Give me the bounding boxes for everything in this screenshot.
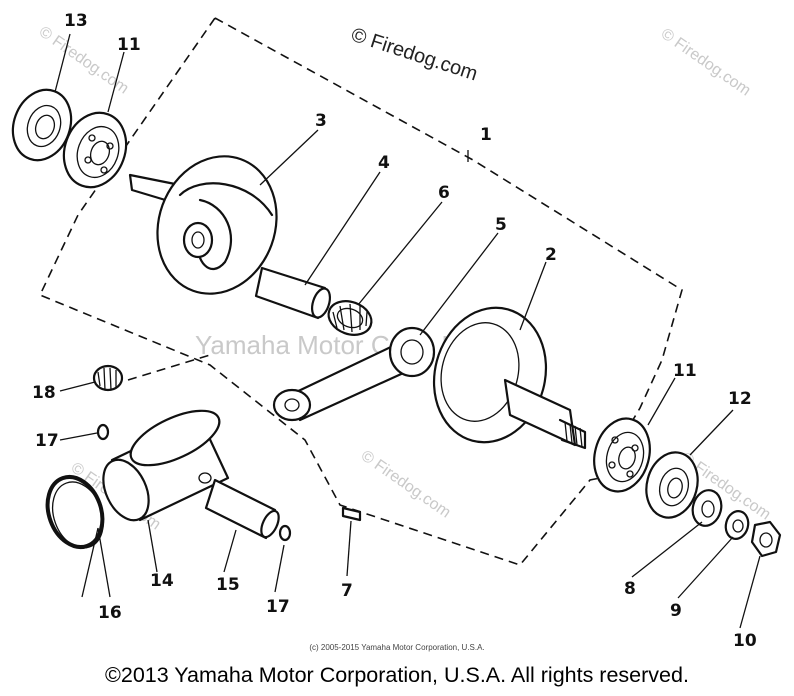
nut-10	[750, 520, 782, 558]
assembly-boundary	[38, 16, 683, 566]
callout-7: 7	[341, 581, 353, 601]
connecting-rod-5	[272, 326, 436, 422]
needle-bearing-6	[327, 300, 373, 336]
callout-18: 18	[32, 383, 56, 403]
piston-14	[102, 409, 230, 522]
lock-washer-9	[724, 510, 750, 540]
footer-copyright: ©2013 Yamaha Motor Corporation, U.S.A. A…	[105, 663, 689, 687]
callout-8: 8	[624, 579, 636, 599]
piston-rings-16	[45, 475, 105, 549]
washer-8	[691, 489, 723, 527]
leader-lines	[54, 33, 761, 629]
callout-6: 6	[438, 183, 450, 203]
oil-seal-12	[645, 451, 699, 519]
circlip-17-right	[278, 524, 292, 542]
callout-15: 15	[216, 575, 240, 595]
callout-11-right: 11	[673, 361, 697, 381]
woodruff-key-7	[341, 506, 362, 522]
callout-14: 14	[150, 571, 174, 591]
small-end-bearing-18	[92, 364, 124, 392]
callout-10: 10	[733, 631, 757, 651]
bearing-11-right	[593, 417, 651, 493]
callout-2: 2	[545, 245, 557, 265]
callout-17-right: 17	[266, 597, 290, 617]
watermark-firedog-main: © Firedog.com	[348, 24, 480, 86]
watermark-firedog-topright: © Firedog.com	[658, 25, 754, 99]
bearing-11-left	[62, 111, 128, 189]
crank-wheel-3	[128, 155, 278, 295]
callout-3: 3	[315, 111, 327, 131]
callout-5: 5	[495, 215, 507, 235]
circlip-17-left	[96, 423, 110, 441]
callout-1: 1	[480, 125, 492, 145]
callout-12: 12	[728, 389, 752, 409]
footer-small-copyright: (c) 2005-2015 Yamaha Motor Corporation, …	[309, 643, 485, 652]
callout-17-left: 17	[35, 431, 59, 451]
callout-4: 4	[378, 153, 390, 173]
callout-16: 16	[98, 603, 122, 623]
crank-pin-4	[254, 266, 332, 320]
callout-9: 9	[670, 601, 682, 621]
callout-11-left: 11	[117, 35, 141, 55]
piston-pin-15	[204, 478, 280, 540]
oil-seal-13	[11, 88, 73, 162]
crank-wheel-2	[432, 306, 587, 450]
callout-labels: 13 11 3 4 6 1 5 2 11 12 18 17 14 15 17 1…	[32, 11, 757, 651]
callout-13: 13	[64, 11, 88, 31]
watermark-firedog-center: © Firedog.com	[358, 447, 454, 521]
